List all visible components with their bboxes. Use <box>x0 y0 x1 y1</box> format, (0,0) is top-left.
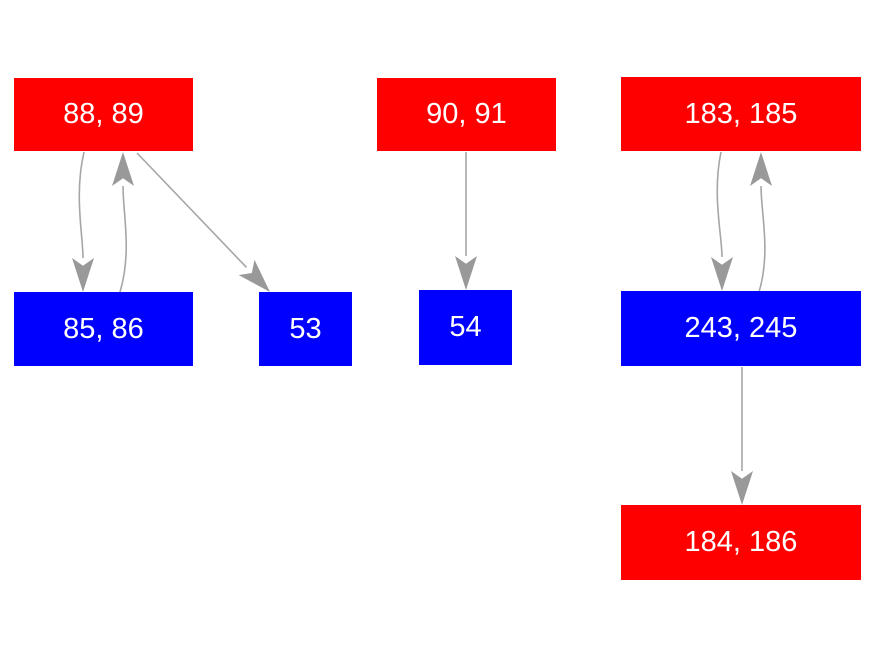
node-label: 184, 186 <box>684 526 798 558</box>
node-label: 90, 91 <box>426 98 507 130</box>
edge-243-245-to-183-185 <box>750 152 772 293</box>
node-85-86: 85, 86 <box>14 292 193 366</box>
edge-88-89-to-53 <box>136 152 271 292</box>
node-54: 54 <box>419 290 512 365</box>
node-label: 88, 89 <box>63 98 144 130</box>
edge-88-89-to-85-86 <box>72 151 94 292</box>
node-label: 53 <box>289 312 322 345</box>
node-label: 85, 86 <box>63 312 144 345</box>
edge-85-86-to-88-89 <box>112 152 134 293</box>
node-label: 183, 185 <box>684 97 798 130</box>
node-label: 54 <box>449 311 482 343</box>
node-90-91: 90, 91 <box>377 78 556 151</box>
node-53: 53 <box>259 292 352 366</box>
node-183-185: 183, 185 <box>621 77 861 151</box>
node-88-89: 88, 89 <box>14 78 193 151</box>
edge-183-185-to-243-245 <box>711 151 733 291</box>
node-label: 243, 245 <box>684 312 798 344</box>
node-243-245: 243, 245 <box>621 291 861 366</box>
node-184-186: 184, 186 <box>621 505 861 580</box>
